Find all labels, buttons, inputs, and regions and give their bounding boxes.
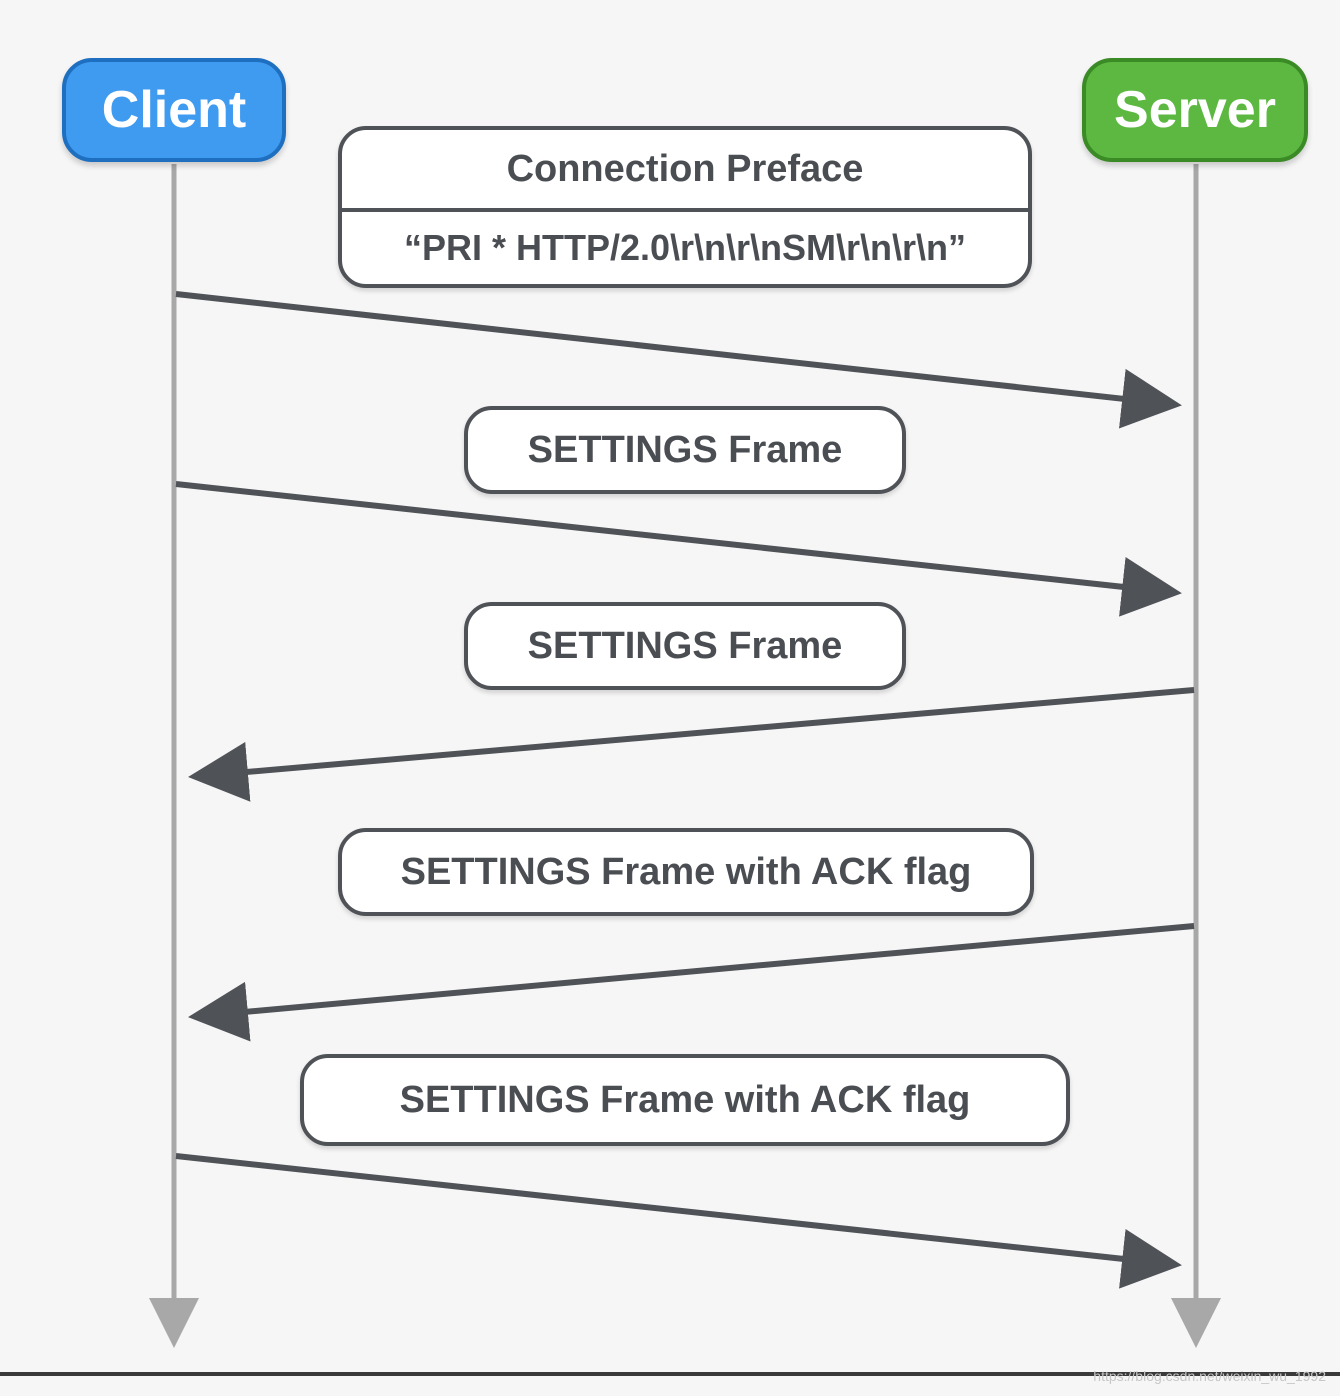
bottom-divider [0,1372,1340,1376]
frame-label: SETTINGS Frame [527,624,843,667]
message-arrow-1 [175,291,1182,429]
connection-preface-title: Connection Preface [342,130,1028,212]
client-label: Client [101,81,247,139]
message-arrow-5 [175,1153,1182,1289]
settings-frame-box: SETTINGS Frame [464,602,906,690]
client-actor: Client [62,58,286,162]
settings-ack-frame-box: SETTINGS Frame with ACK flag [300,1054,1070,1146]
frame-label: SETTINGS Frame with ACK flag [399,1078,971,1121]
connection-preface-box: Connection Preface “PRI * HTTP/2.0\r\n\r… [338,126,1032,288]
message-arrow-2 [175,481,1182,617]
message-arrow-3 [188,687,1195,802]
server-label: Server [1114,81,1276,139]
server-actor: Server [1082,58,1308,162]
frame-label: SETTINGS Frame with ACK flag [400,850,972,893]
settings-ack-frame-box: SETTINGS Frame with ACK flag [338,828,1034,916]
frame-label: SETTINGS Frame [527,428,843,471]
connection-preface-value: “PRI * HTTP/2.0\r\n\r\nSM\r\n\r\n” [403,227,967,268]
settings-frame-box: SETTINGS Frame [464,406,906,494]
watermark: https://blog.csdn.net/weixin_wu_1992 [1093,1368,1326,1384]
message-arrow-4 [188,923,1195,1042]
